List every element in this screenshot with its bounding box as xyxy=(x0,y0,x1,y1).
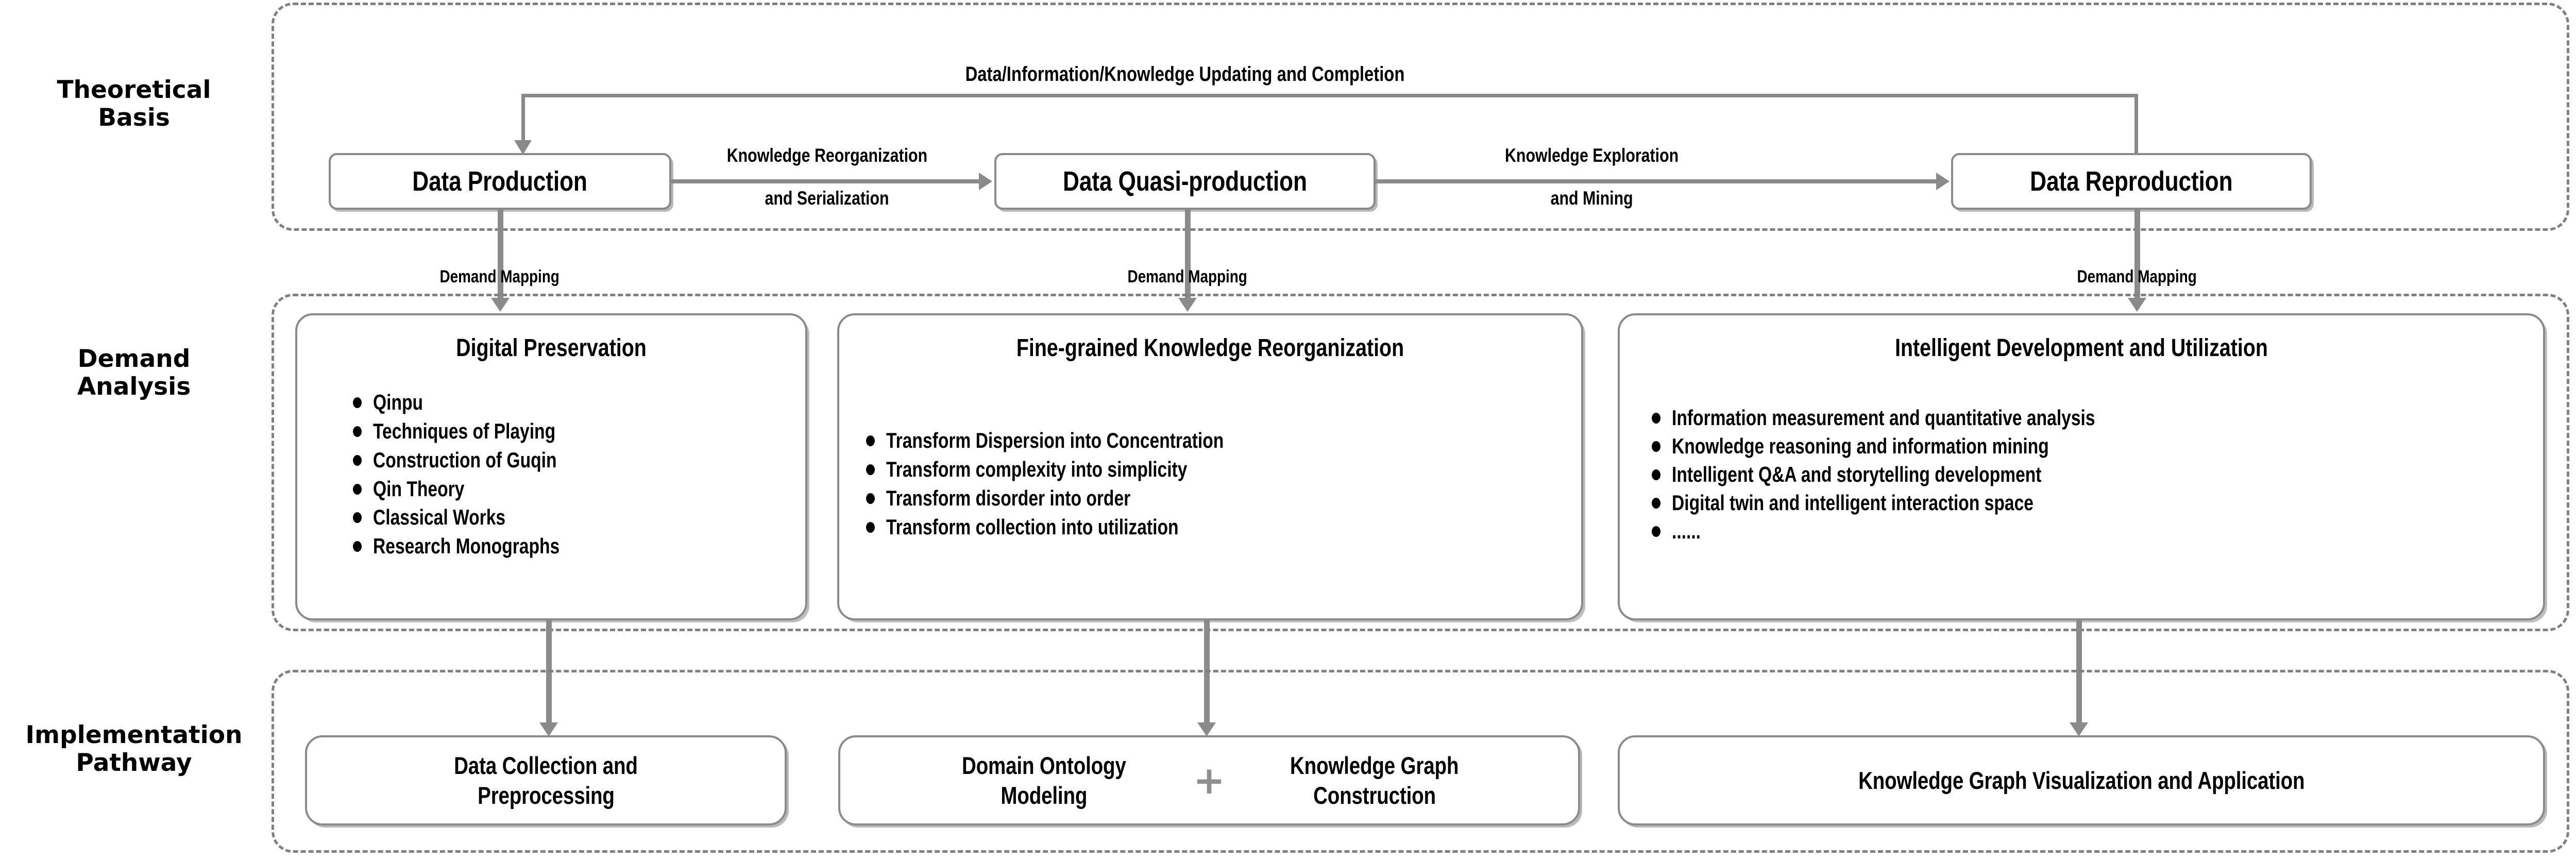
list-item: Intelligent Q&A and storytelling develop… xyxy=(1652,460,2543,488)
list-item: Information measurement and quantitative… xyxy=(1652,403,2543,432)
arrow-production-to-quasi-line xyxy=(671,179,980,183)
card-list-intelligent-development-and-utilization: Information measurement and quantitative… xyxy=(1652,403,2543,545)
feedback-riser-right xyxy=(2134,94,2138,156)
bullet-icon xyxy=(1652,413,1660,424)
implementation-connector-3 xyxy=(2076,620,2082,726)
feedback-loop-label: Data/Information/Knowledge Updating and … xyxy=(965,62,1405,86)
edge-label-knowledge-exploration: Knowledge Exploration and Mining xyxy=(1505,145,1679,209)
bullet-icon xyxy=(1652,469,1660,481)
demand-mapping-connector-1 xyxy=(498,210,503,301)
box-label-line1: Domain Ontology xyxy=(961,752,1126,780)
bullet-icon xyxy=(353,426,362,437)
implementation-arrow-2 xyxy=(1197,722,1216,736)
box-label-line1: Knowledge Graph Visualization and Applic… xyxy=(1858,767,2305,794)
section-implementation-pathway xyxy=(272,670,2569,853)
demand-mapping-label-1: Demand Mapping xyxy=(439,267,560,287)
implementation-arrow-1 xyxy=(539,722,558,736)
list-item: Construction of Guqin xyxy=(353,446,805,475)
section-demand-analysis xyxy=(272,294,2569,631)
bullet-icon xyxy=(353,483,362,495)
bullet-icon xyxy=(1652,441,1660,452)
box-label-line1: Knowledge Graph xyxy=(1290,752,1459,780)
arrow-quasi-to-reproduction-line xyxy=(1376,179,1938,183)
demand-mapping-arrow-2 xyxy=(1178,298,1197,312)
bullet-icon xyxy=(866,493,875,504)
edge-label-knowledge-reorganization: Knowledge Reorganization and Serializati… xyxy=(726,145,927,209)
card-intelligent-development-and-utilization[interactable]: Intelligent Development and Utilization … xyxy=(1618,313,2545,620)
bullet-icon xyxy=(1652,498,1660,509)
node-data-production-label: Data Production xyxy=(412,166,588,197)
list-item: Classical Works xyxy=(353,503,805,532)
demand-mapping-arrow-1 xyxy=(491,298,510,312)
box-data-collection-and-preprocessing[interactable]: Data Collection and Preprocessing xyxy=(305,735,787,825)
list-item: Techniques of Playing xyxy=(353,417,805,446)
card-title-digital-preservation: Digital Preservation xyxy=(456,334,647,362)
implementation-connector-1 xyxy=(546,620,552,726)
box-label-line2: Modeling xyxy=(1001,781,1087,809)
box-domain-ontology-modeling: Domain Ontology Modeling xyxy=(900,751,1188,810)
node-data-reproduction[interactable]: Data Reproduction xyxy=(1951,153,2312,210)
bullet-icon xyxy=(353,397,362,408)
list-item: Transform complexity into simplicity xyxy=(866,455,1581,484)
plus-icon: + xyxy=(1193,758,1225,803)
box-domain-ontology-and-knowledge-graph[interactable]: Domain Ontology Modeling + Knowledge Gra… xyxy=(838,735,1580,825)
implementation-arrow-3 xyxy=(2070,722,2088,736)
demand-mapping-connector-2 xyxy=(1185,210,1191,301)
list-item: Qin Theory xyxy=(353,475,805,503)
card-digital-preservation[interactable]: Digital Preservation Qinpu Techniques of… xyxy=(295,313,807,620)
card-fine-grained-knowledge-reorganization[interactable]: Fine-grained Knowledge Reorganization Tr… xyxy=(837,313,1583,620)
implementation-connector-2 xyxy=(1204,620,1210,726)
demand-mapping-arrow-3 xyxy=(2128,298,2146,312)
list-item: Qinpu xyxy=(353,388,805,417)
box-label-line2: Preprocessing xyxy=(477,781,615,809)
feedback-arrowhead xyxy=(514,140,532,155)
bullet-icon xyxy=(353,541,362,552)
node-data-reproduction-label: Data Reproduction xyxy=(2030,166,2233,197)
demand-mapping-label-3: Demand Mapping xyxy=(2077,267,2197,287)
box-label-line2: Construction xyxy=(1313,781,1436,809)
list-item: Knowledge reasoning and information mini… xyxy=(1652,432,2543,460)
list-item: Digital twin and intelligent interaction… xyxy=(1652,488,2543,517)
card-list-digital-preservation: Qinpu Techniques of Playing Construction… xyxy=(353,388,805,561)
feedback-crossbar xyxy=(521,94,2138,97)
section-theoretical-basis xyxy=(272,3,2569,231)
arrow-production-to-quasi-head xyxy=(979,173,992,190)
demand-mapping-connector-3 xyxy=(2134,210,2140,301)
bullet-icon xyxy=(866,435,875,446)
box-knowledge-graph-visualization-and-application[interactable]: Knowledge Graph Visualization and Applic… xyxy=(1618,735,2545,825)
bullet-icon xyxy=(353,454,362,466)
card-title-intelligent-development-and-utilization: Intelligent Development and Utilization xyxy=(1895,334,2268,362)
bullet-icon xyxy=(866,464,875,475)
feedback-descender-left xyxy=(521,94,525,145)
node-data-production[interactable]: Data Production xyxy=(329,153,671,210)
demand-mapping-label-2: Demand Mapping xyxy=(1127,267,1248,287)
node-data-quasi-production[interactable]: Data Quasi-production xyxy=(994,153,1376,210)
bullet-icon xyxy=(866,521,875,533)
list-item: Research Monographs xyxy=(353,532,805,561)
bullet-icon xyxy=(353,512,362,524)
list-item: Transform disorder into order xyxy=(866,484,1581,513)
card-list-fine-grained-knowledge-reorganization: Transform Dispersion into Concentration … xyxy=(866,426,1581,541)
box-label-line1: Data Collection and xyxy=(454,752,638,780)
arrow-quasi-to-reproduction-head xyxy=(1936,173,1950,190)
box-knowledge-graph-construction: Knowledge Graph Construction xyxy=(1230,751,1519,810)
bullet-icon xyxy=(1652,526,1660,537)
list-item: Transform collection into utilization xyxy=(866,513,1581,542)
list-item: Transform Dispersion into Concentration xyxy=(866,426,1581,455)
list-item: ...... xyxy=(1652,517,2543,545)
card-title-fine-grained-knowledge-reorganization: Fine-grained Knowledge Reorganization xyxy=(1016,334,1404,362)
node-data-quasi-production-label: Data Quasi-production xyxy=(1063,166,1307,197)
